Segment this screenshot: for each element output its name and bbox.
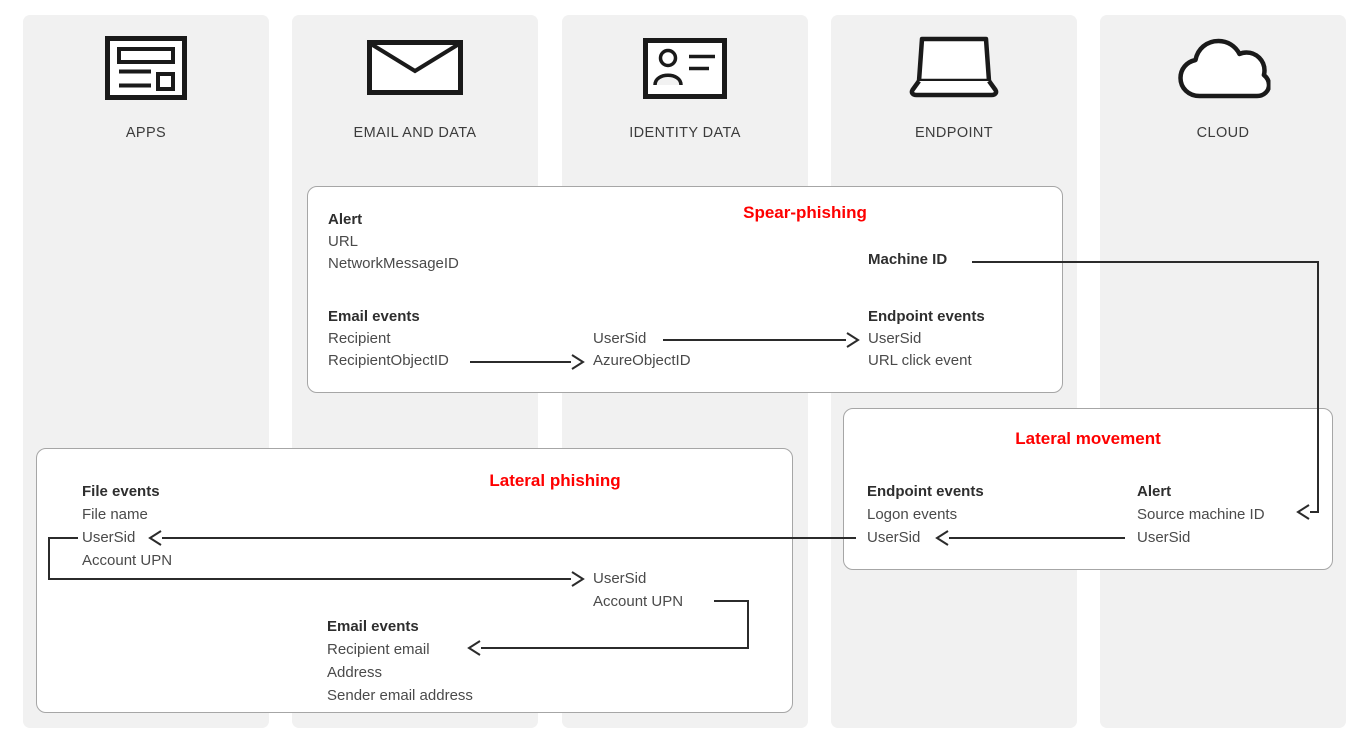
- field-usersid: UserSid: [593, 570, 647, 587]
- group-heading: Alert: [1137, 483, 1172, 500]
- field-source-machine-id: Source machine ID: [1137, 506, 1265, 523]
- lateral-movement-endpoint-events-group: Endpoint events Logon events UserSid: [867, 480, 984, 549]
- laptop-icon: [908, 36, 1000, 98]
- field-usersid: UserSid: [867, 529, 921, 546]
- spear-machine-id: Machine ID: [868, 249, 947, 271]
- group-heading: Email events: [327, 618, 419, 635]
- column-label-identity-data: IDENTITY DATA: [629, 125, 741, 141]
- field-sender-email-address: Sender email address: [327, 687, 473, 704]
- field-recipient-email: Recipient email: [327, 641, 430, 658]
- field-usersid: UserSid: [1137, 529, 1191, 546]
- field-account-upn: Account UPN: [82, 552, 173, 569]
- column-label-cloud: CLOUD: [1196, 125, 1250, 141]
- field-url-click-event: URL click event: [868, 352, 972, 369]
- field-file-name: File name: [82, 506, 148, 523]
- lateral-phishing-email-events-group: Email events Recipient email Address Sen…: [327, 615, 473, 707]
- id-card-icon: [643, 38, 727, 99]
- column-label-endpoint: ENDPOINT: [914, 125, 994, 141]
- field-usersid: UserSid: [82, 529, 136, 546]
- group-heading: Endpoint events: [867, 483, 984, 500]
- lateral-phishing-identity-fields-group: UserSid Account UPN: [593, 567, 683, 613]
- spear-endpoint-events-group: Endpoint events UserSid URL click event: [868, 306, 985, 372]
- envelope-icon: [367, 40, 463, 95]
- field-account-upn: Account UPN: [593, 593, 684, 610]
- field-url: URL: [328, 233, 359, 250]
- lateral-phishing-title: Lateral phishing: [489, 471, 621, 490]
- field-azureobjectid: AzureObjectID: [593, 352, 691, 369]
- field-networkmessageid: NetworkMessageID: [328, 255, 459, 272]
- field-usersid: UserSid: [868, 330, 922, 347]
- field-usersid: UserSid: [593, 330, 647, 347]
- field-address: Address: [327, 664, 383, 681]
- lateral-movement-title: Lateral movement: [1015, 429, 1161, 448]
- lateral-movement-alert-group: Alert Source machine ID UserSid: [1137, 480, 1265, 549]
- spear-identity-fields-group: UserSid AzureObjectID: [593, 328, 691, 372]
- field-recipientobjectid: RecipientObjectID: [328, 352, 449, 369]
- column-label-apps: APPS: [125, 125, 167, 141]
- column-cloud: CLOUD: [1100, 15, 1346, 728]
- field-logon-events: Logon events: [867, 506, 958, 523]
- apps-icon: [105, 36, 187, 100]
- cloud-icon: [1176, 35, 1271, 101]
- group-heading: Endpoint events: [868, 308, 985, 325]
- spear-phishing-title: Spear-phishing: [743, 203, 867, 222]
- lateral-phishing-file-events-group: File events File name UserSid Account UP…: [82, 480, 172, 572]
- lateral-phishing-box: [36, 448, 793, 713]
- group-heading: Alert: [328, 211, 363, 228]
- spear-alert-group: Alert URL NetworkMessageID: [328, 209, 459, 275]
- spear-phishing-box: [307, 186, 1063, 393]
- field-recipient: Recipient: [328, 330, 391, 347]
- group-heading: File events: [82, 483, 160, 500]
- spear-email-events-group: Email events Recipient RecipientObjectID: [328, 306, 449, 372]
- field-machine-id: Machine ID: [868, 251, 948, 268]
- column-label-email-and-data: EMAIL AND DATA: [353, 125, 477, 141]
- group-heading: Email events: [328, 308, 420, 325]
